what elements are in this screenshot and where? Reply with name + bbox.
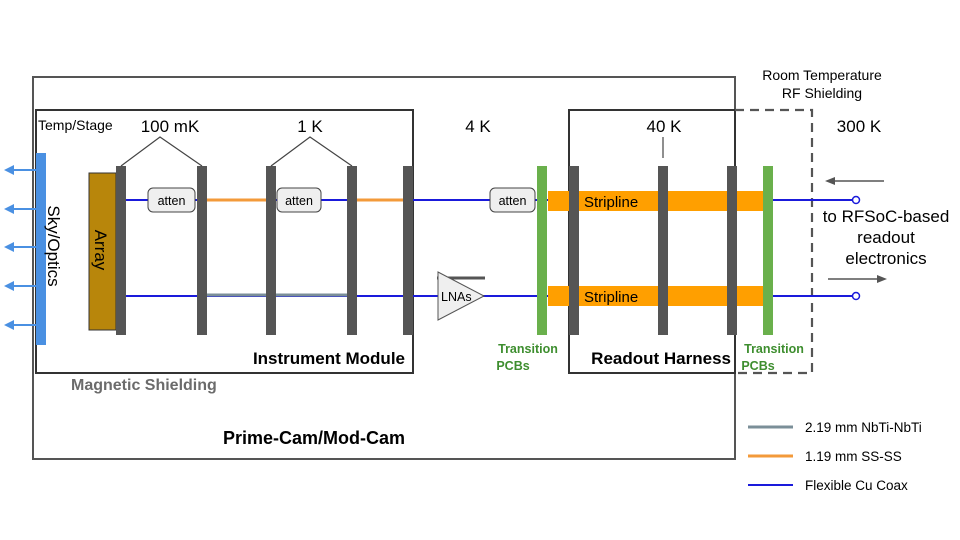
transition-label-right-2: PCBs [741, 359, 774, 373]
sky-optics-label: Sky/Optics [44, 205, 63, 286]
room-temp-label-2: RF Shielding [782, 85, 862, 101]
legend-label-ss: 1.19 mm SS-SS [805, 449, 902, 464]
stripline-top-bar [548, 191, 767, 211]
temp-40k-label: 40 K [647, 117, 683, 136]
plate-4k-a [403, 166, 413, 335]
plate-40k-a [658, 166, 668, 335]
transition-label-left-1: Transition [498, 342, 558, 356]
array-label: Array [91, 230, 110, 271]
prime-cam-label: Prime-Cam/Mod-Cam [223, 428, 405, 448]
magnetic-shielding-label: Magnetic Shielding [71, 377, 217, 394]
temp-4k-label: 4 K [465, 117, 491, 136]
legend-label-nbti: 2.19 mm NbTi-NbTi [805, 420, 922, 435]
transition-pcb-left [537, 166, 547, 335]
plate-100mk-a [116, 166, 126, 335]
rf-shielding-box [735, 108, 814, 375]
plate-100mk-b [197, 166, 207, 335]
room-temp-label-1: Room Temperature [762, 67, 882, 83]
plate-40k-b [727, 166, 737, 335]
temp-100mk-label: 100 mK [141, 117, 200, 136]
atten-label-1: atten [158, 194, 186, 208]
temp-pointer-lines [120, 136, 664, 167]
stripline-bottom-bar [548, 286, 767, 306]
rfsoc-label-2: readout [857, 228, 915, 247]
atten-box-3: atten [489, 187, 536, 213]
output-connector-bottom [851, 291, 861, 301]
readout-harness-box [568, 109, 736, 374]
rfsoc-label-1: to RFSoC-based [823, 207, 950, 226]
lna-triangle [437, 271, 486, 321]
temp-stage-label: Temp/Stage [38, 117, 113, 133]
transition-label-left-2: PCBs [496, 359, 529, 373]
readout-harness-label: Readout Harness [591, 349, 731, 368]
temp-1k-label: 1 K [297, 117, 323, 136]
output-connector-top [851, 195, 861, 205]
lna-label: LNAs [441, 290, 472, 304]
transition-label-right-1: Transition [744, 342, 804, 356]
legend-label-coax: Flexible Cu Coax [805, 478, 908, 493]
atten-box-1: atten [147, 187, 196, 213]
plate-1k-a [266, 166, 276, 335]
sky-optics-arrows [4, 165, 36, 330]
stripline-bottom-label: Stripline [584, 289, 638, 306]
transition-pcb-right [763, 166, 773, 335]
rfsoc-label-3: electronics [845, 249, 926, 268]
plate-4k-b [569, 166, 579, 335]
stripline-top-label: Stripline [584, 194, 638, 211]
sky-optics-bar [36, 153, 46, 345]
instrument-module-label: Instrument Module [253, 349, 405, 368]
temp-300k-label: 300 K [837, 117, 882, 136]
atten-label-2: atten [285, 194, 313, 208]
plate-1k-b [347, 166, 357, 335]
atten-label-3: atten [499, 194, 527, 208]
stage-plates [116, 166, 737, 335]
legend: 2.19 mm NbTi-NbTi 1.19 mm SS-SS Flexible… [748, 420, 922, 493]
atten-box-2: atten [276, 187, 322, 213]
prime-cam-box [32, 76, 736, 460]
